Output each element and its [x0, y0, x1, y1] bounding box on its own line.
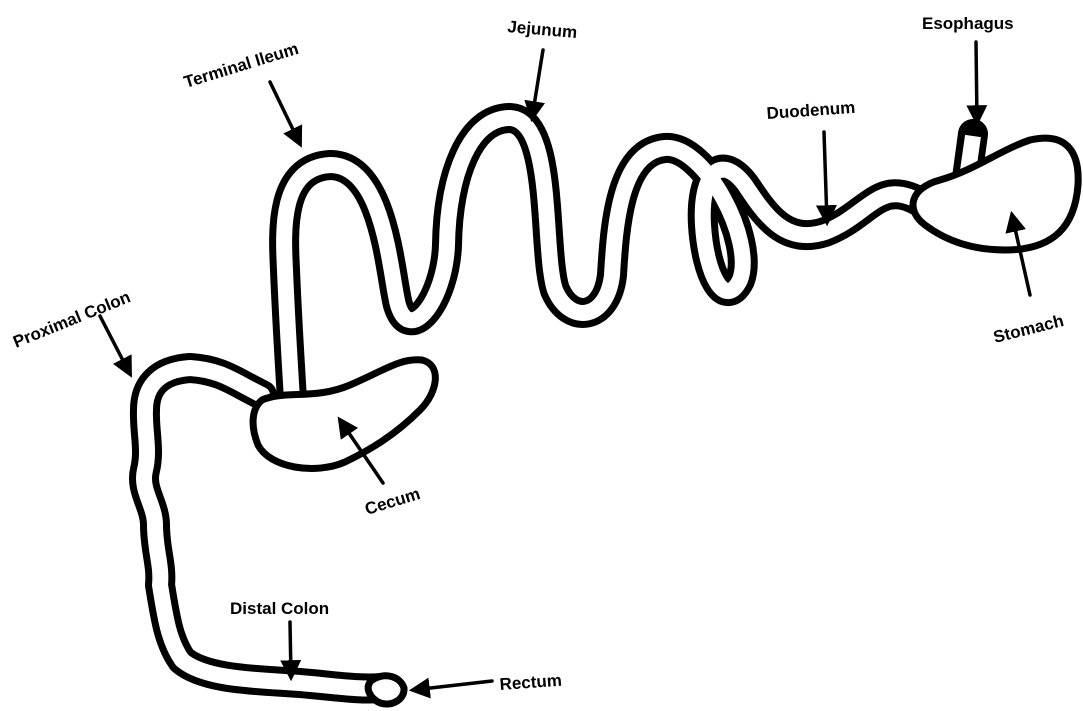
- duodenum-arrow: [824, 132, 827, 222]
- stomach-shape: [913, 138, 1078, 250]
- rectum-arrow: [413, 681, 492, 690]
- jejunum-label: Jejunum: [507, 17, 578, 42]
- esophagus-arrow: [976, 42, 977, 122]
- jejunum-arrow: [532, 50, 543, 118]
- terminal-ileum-arrow: [270, 82, 300, 144]
- duodenum-label: Duodenum: [766, 98, 856, 123]
- proximal-colon-arrow: [100, 316, 130, 374]
- esophagus-label: Esophagus: [922, 14, 1014, 33]
- rectum-shape: [368, 676, 404, 704]
- pointer-arrows: [100, 42, 1030, 690]
- distal-colon-label: Distal Colon: [230, 599, 329, 618]
- cecum-label: Cecum: [363, 484, 423, 519]
- stomach-label: Stomach: [991, 311, 1065, 347]
- distal-colon-arrow: [290, 622, 291, 677]
- rectum-label: Rectum: [499, 671, 563, 694]
- terminal-ileum-label: Terminal Ileum: [182, 39, 301, 92]
- small-intestine-outline: [284, 118, 925, 400]
